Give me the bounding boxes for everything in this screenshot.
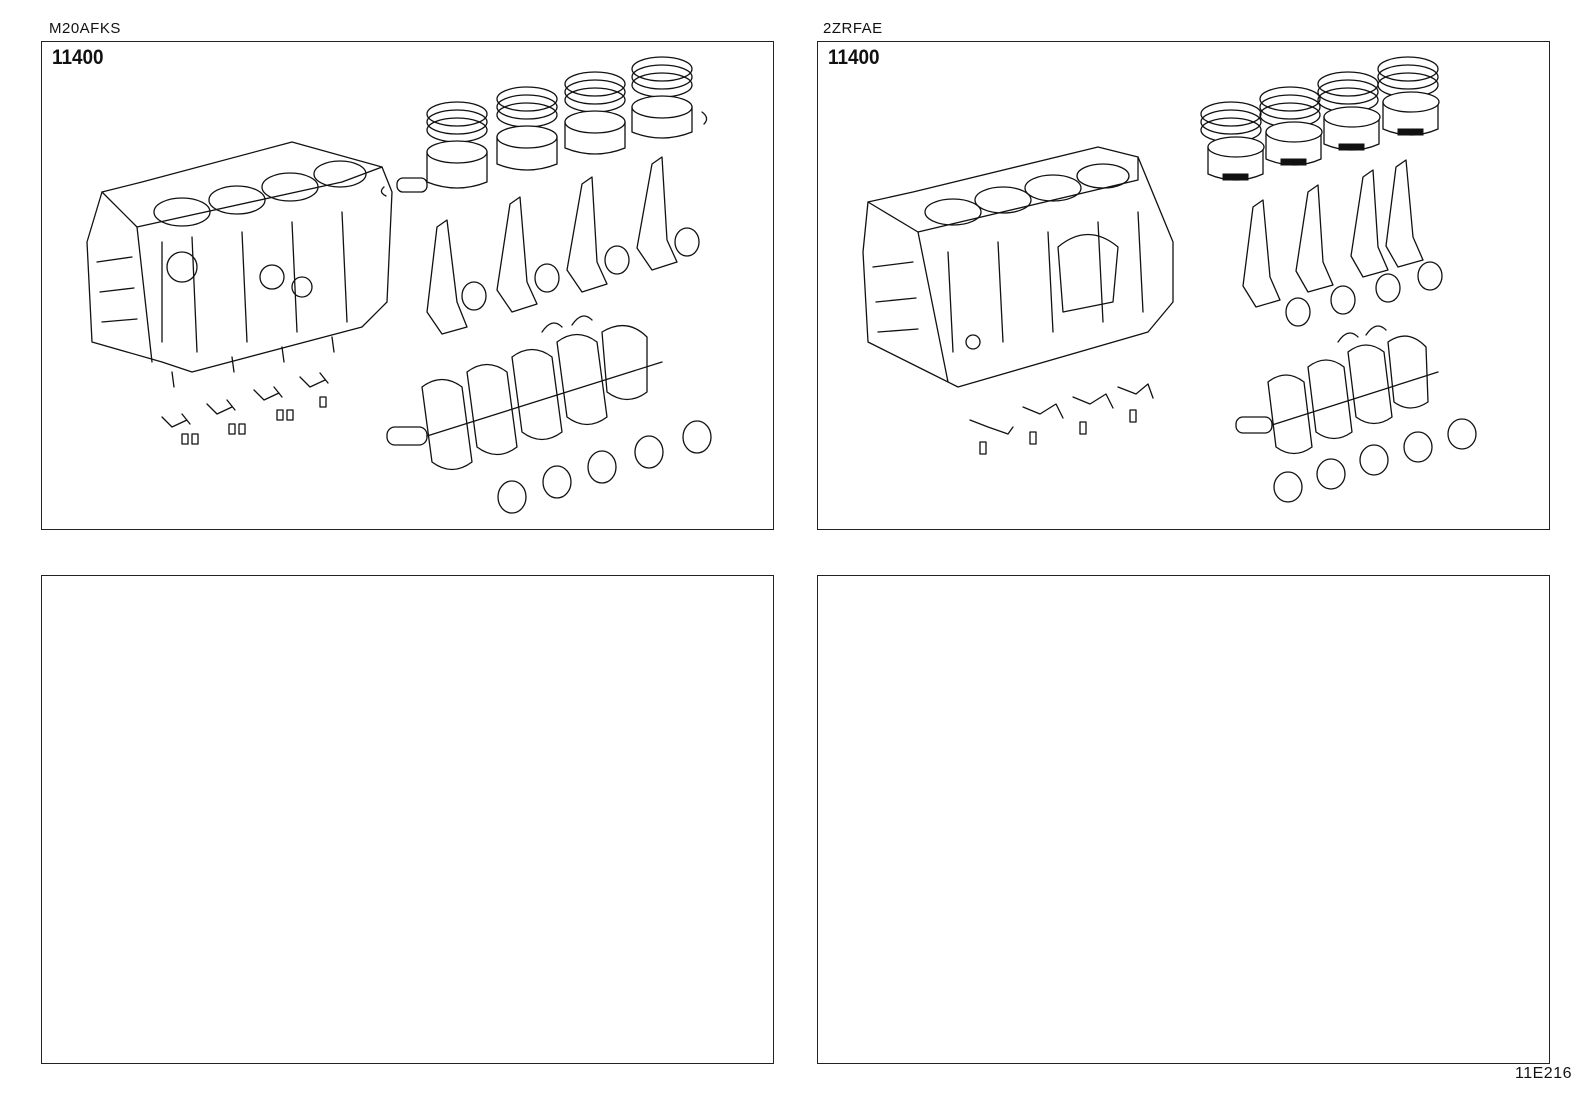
crankshaft-icon — [386, 325, 663, 471]
engine-block-icon — [86, 141, 393, 388]
piston-icon — [380, 95, 708, 197]
page-code: 11E216 — [1515, 1065, 1572, 1082]
engine-label-m20afks: M20AFKS — [49, 20, 121, 37]
empty-panel-bottom-right — [817, 575, 1550, 1064]
piston-icon — [1207, 91, 1440, 181]
crankshaft-icon — [1235, 335, 1439, 455]
empty-panel-bottom-left — [41, 575, 774, 1064]
parts-panel-m20afks[interactable]: 11400 — [41, 41, 774, 530]
bearing-icon — [461, 227, 712, 514]
connecting-rod-icon — [426, 156, 678, 335]
connecting-rod-icon — [1242, 159, 1424, 308]
piston-ring-icon — [1200, 56, 1439, 143]
part-code: 11400 — [52, 46, 104, 69]
oil-jet-icon — [161, 372, 329, 445]
exploded-diagram-2zrfae — [862, 56, 1477, 503]
piston-ring-icon — [426, 56, 693, 143]
engine-label-2zrfae: 2ZRFAE — [823, 20, 883, 37]
oil-jet-icon — [969, 383, 1154, 455]
engine-block-icon — [862, 146, 1174, 388]
exploded-diagram-m20afks — [86, 56, 712, 514]
parts-panel-2zrfae[interactable]: 11400 — [817, 41, 1550, 530]
part-code: 11400 — [828, 46, 880, 69]
bearing-icon — [1273, 261, 1477, 503]
